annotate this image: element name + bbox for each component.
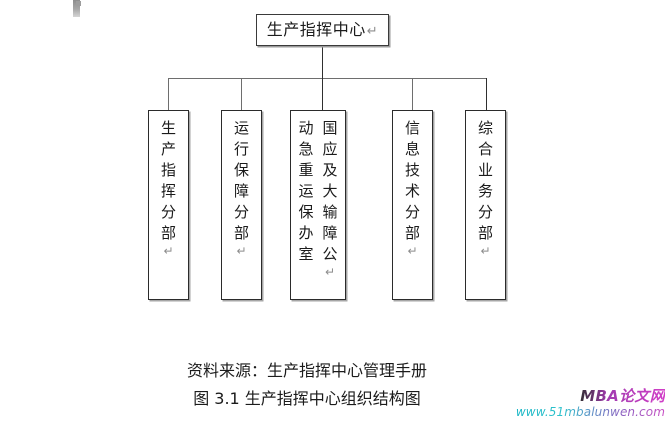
connector-drop-1: [241, 78, 242, 110]
connector-drop-0: [168, 78, 169, 110]
connector-root-trunk: [322, 46, 323, 78]
vertical-text-char: 业: [477, 161, 493, 179]
vertical-text-char: 室: [298, 245, 314, 263]
watermark-brand: MBA论文网: [516, 388, 665, 405]
vertical-text-char: 分: [160, 203, 176, 221]
org-node-general-business: 综合业务分部 ↵: [465, 110, 506, 300]
paragraph-mark-icon: ↵: [366, 24, 379, 39]
vertical-text-char: 分: [404, 203, 420, 221]
vertical-text-char: 务: [477, 182, 493, 200]
caption-figure-number: 图 3.1 生产指挥中心组织结构图: [193, 389, 421, 408]
vertical-text-char: 综: [477, 119, 493, 137]
vertical-text-column: 信息技术分部 ↵: [401, 118, 425, 302]
vertical-text-char: 及: [322, 161, 338, 179]
vertical-text-char: 障: [233, 182, 249, 200]
org-node-production-command: 生产指挥分部 ↵: [148, 110, 189, 300]
vertical-text-column: 综合业务分部 ↵: [474, 118, 498, 302]
vertical-text-char: 分: [477, 203, 493, 221]
vertical-text-char: 部: [404, 224, 420, 242]
figure-captions: 资料来源：生产指挥中心管理手册 图 3.1 生产指挥中心组织结构图: [0, 358, 669, 414]
vertical-text-char: 应: [322, 140, 338, 158]
vertical-text-column: 国应及大输障公 ↵: [318, 118, 342, 302]
vertical-text-char: 分: [233, 203, 249, 221]
vertical-text-char: 急: [298, 140, 314, 158]
vertical-text-char: 技: [404, 161, 420, 179]
vertical-text-char: 大: [322, 182, 338, 200]
vertical-text-char: 生: [160, 119, 176, 137]
vertical-text-char: 保: [298, 203, 314, 221]
vertical-text-char: 运: [233, 119, 249, 137]
vertical-text-columns: 综合业务分部 ↵: [466, 115, 505, 302]
org-node-root: 生产指挥中心↵: [256, 14, 389, 46]
paragraph-mark-icon: ↵: [480, 244, 491, 258]
organization-chart: 生产指挥中心↵ 生产指挥分部↵ 运行保障分部↵ 国应及大输障公↵动急重运保办室 …: [148, 14, 506, 300]
vertical-text-char: 国: [322, 119, 338, 137]
connector-drop-2: [322, 78, 323, 110]
vertical-text-char: 部: [160, 224, 176, 242]
vertical-text-char: 术: [404, 182, 420, 200]
org-node-emergency-transport-office: 国应及大输障公 ↵ 动急重运保办室: [290, 110, 346, 300]
vertical-text-char: 挥: [160, 182, 176, 200]
vertical-text-char: 信: [404, 119, 420, 137]
vertical-text-char: 合: [477, 140, 493, 158]
vertical-text-char: 部: [233, 224, 249, 242]
vertical-text-columns: 生产指挥分部 ↵: [149, 115, 188, 302]
watermark: MBA论文网 www.51mbalunwen.com: [516, 388, 665, 420]
paragraph-mark-icon: ↵: [407, 244, 418, 258]
watermark-url: www.51mbalunwen.com: [515, 405, 665, 419]
paragraph-mark-icon: ↵: [236, 244, 247, 258]
vertical-text-char: 部: [477, 224, 493, 242]
vertical-text-char: 息: [404, 140, 420, 158]
org-node-information-technology: 信息技术分部 ↵: [392, 110, 433, 300]
paragraph-mark-icon: ↵: [324, 265, 336, 279]
caption-source: 资料来源：生产指挥中心管理手册: [186, 361, 427, 380]
vertical-text-char: 公: [322, 245, 338, 263]
connector-drop-4: [486, 78, 487, 110]
vertical-text-column: 动急重运保办室: [294, 118, 318, 302]
connector-drop-3: [412, 78, 413, 110]
vertical-text-char: 产: [160, 140, 176, 158]
vertical-text-char: 输: [322, 203, 338, 221]
vertical-text-columns: 运行保障分部 ↵: [222, 115, 261, 302]
connector-horizontal-bus: [168, 78, 486, 79]
vertical-text-char: 行: [233, 140, 249, 158]
vertical-text-char: 办: [298, 224, 314, 242]
paragraph-mark-icon: ↵: [163, 244, 174, 258]
vertical-text-char: 运: [298, 182, 314, 200]
vertical-text-char: 重: [298, 161, 314, 179]
org-node-operation-support: 运行保障分部 ↵: [221, 110, 262, 300]
vertical-text-char: 动: [298, 119, 314, 137]
vertical-text-columns: 信息技术分部 ↵: [393, 115, 432, 302]
vertical-text-column: 生产指挥分部 ↵: [157, 118, 181, 302]
vertical-text-char: 指: [160, 161, 176, 179]
scan-artifact: [73, 0, 81, 17]
vertical-text-column: 运行保障分部 ↵: [230, 118, 254, 302]
org-node-root-label: 生产指挥中心↵: [266, 20, 379, 39]
vertical-text-char: 障: [322, 224, 338, 242]
vertical-text-columns: 国应及大输障公 ↵ 动急重运保办室: [291, 115, 345, 302]
vertical-text-char: 保: [233, 161, 249, 179]
